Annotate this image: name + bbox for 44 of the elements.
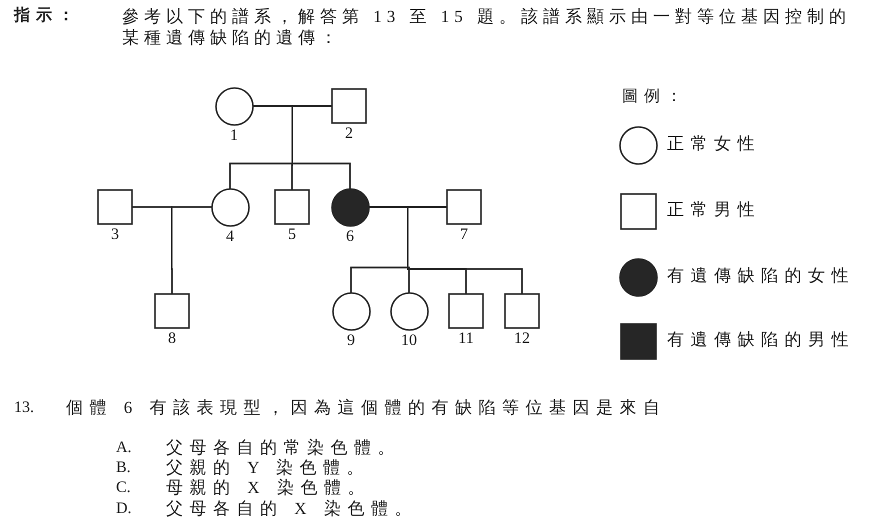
individual-number: 1 (230, 126, 238, 146)
pedigree-circle (214, 86, 254, 126)
legend-title: 圖例： (622, 87, 688, 107)
descent-line (292, 105, 351, 188)
pedigree-square (97, 189, 133, 225)
individual-number: 9 (347, 330, 355, 350)
individual-number: 4 (226, 226, 234, 246)
option-text: 父母各自的 X 染色體。 (166, 498, 418, 520)
individual-number: 2 (345, 124, 353, 144)
option-text: 父親的 Y 染色體。 (166, 457, 370, 478)
legend-label: 有遺傳缺陷的女性 (667, 265, 855, 286)
descent-line (407, 206, 523, 294)
pedigree-circle (390, 292, 428, 330)
pedigree-square (154, 293, 190, 329)
individual-number: 10 (401, 330, 417, 350)
legend-label: 正常女性 (667, 133, 761, 154)
filled-pedigree-circle (330, 188, 370, 226)
individual-number: 3 (111, 225, 119, 245)
individual-number: 11 (458, 329, 474, 349)
question-text: 個體 6 有該表現型，因為這個體的有缺陷等位基因是來自 (66, 397, 666, 418)
individual-number: 8 (168, 329, 176, 349)
legend-label: 有遺傳缺陷的男性 (667, 329, 855, 350)
pedigree-square (448, 293, 484, 329)
individual-number: 5 (288, 225, 296, 245)
instruction-heading: 指示： (14, 6, 80, 26)
option-letter: C. (116, 478, 131, 498)
pedigree-square (274, 189, 310, 225)
descent-line (171, 206, 212, 294)
option-text: 父母各自的常染色體。 (166, 437, 401, 458)
option-letter: A. (116, 438, 132, 458)
option-letter: B. (116, 458, 131, 478)
individual-number: 7 (460, 225, 468, 245)
pedigree-circle (332, 292, 370, 330)
pedigree-square (331, 88, 367, 124)
pedigree-square (446, 189, 482, 225)
individual-number: 12 (514, 329, 530, 349)
instruction-text: 參考以下的譜系，解答第 13 至 15 題。該譜系顯示由一對等位基因控制的某種遺傳缺陷的遺傳： (122, 6, 852, 48)
option-letter: D. (116, 499, 132, 519)
question-number: 13. (14, 398, 34, 418)
option-text: 母親的 X 染色體。 (166, 477, 371, 498)
pedigree-circle (210, 188, 250, 226)
legend-label: 正常男性 (667, 199, 761, 220)
individual-number: 6 (346, 226, 354, 246)
pedigree-square (504, 293, 540, 329)
